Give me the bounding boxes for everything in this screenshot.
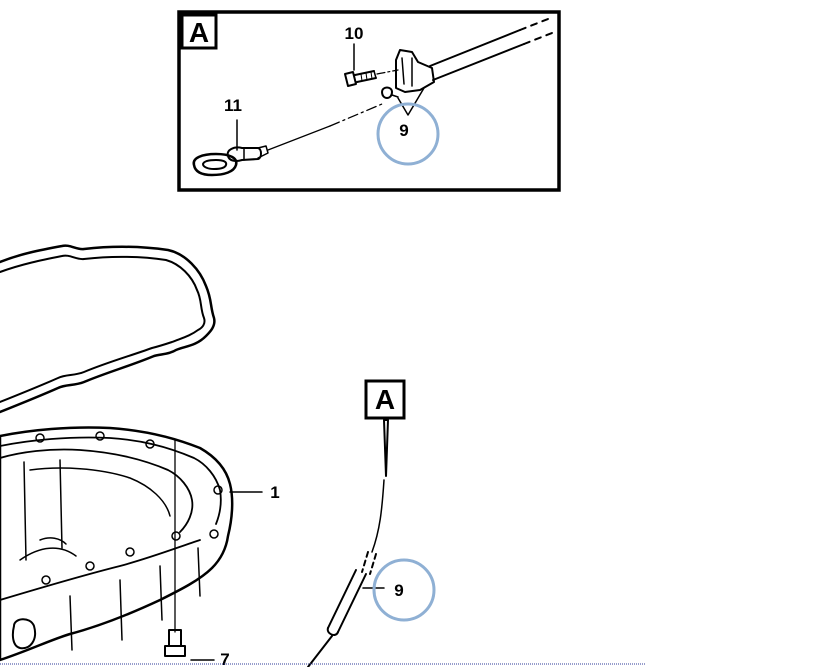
dipstick-detail <box>192 103 383 177</box>
detail-letter: A <box>189 17 209 48</box>
oil-pan <box>0 426 234 662</box>
highlight-circle-9-main <box>372 558 436 622</box>
callout-9-main: 9 <box>394 581 403 600</box>
callout-11: 11 <box>224 96 242 115</box>
view-reference-a: A <box>364 379 406 420</box>
oil-pan-gasket <box>0 244 216 414</box>
view-reference-box <box>364 379 406 420</box>
drain-plug <box>164 439 215 661</box>
bolt-detail <box>344 43 399 87</box>
dipstick-tube-detail <box>381 18 553 99</box>
highlight-circle-9-detail <box>376 102 440 166</box>
callout-10: 10 <box>345 24 364 43</box>
callout-9-detail: 9 <box>399 121 408 140</box>
detail-view-a: A <box>177 10 561 192</box>
dipstick-tube-main <box>307 419 389 667</box>
callout-7: 7 <box>220 650 229 667</box>
view-reference-letter: A <box>375 384 395 415</box>
callout-1: 1 <box>270 483 279 502</box>
leader-9-detail <box>397 87 425 116</box>
detail-letter-box <box>180 13 218 50</box>
